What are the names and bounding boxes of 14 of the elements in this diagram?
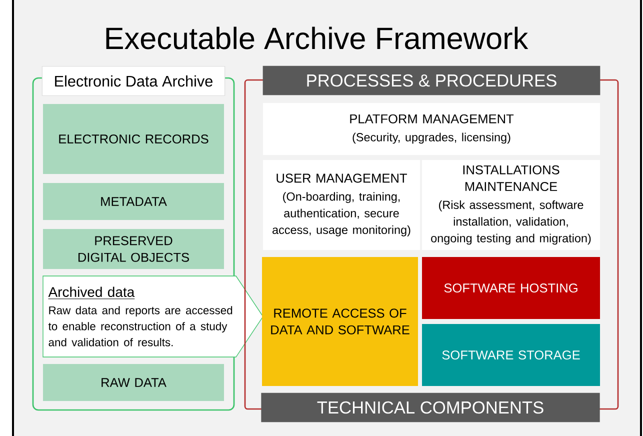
management-box: PLATFORM MANAGEMENT (Security, upgrades, licensing) [263, 103, 600, 155]
hosting-box: SOFTWARE HOSTING [422, 257, 600, 319]
item-box: ELECTRONIC RECORDS [43, 104, 224, 174]
management-box: INSTALLATIONS MAINTENANCE (Risk assessment, software installation, validation, ongoing testing and migration) [422, 160, 600, 250]
item-box: RAW DATA [43, 364, 224, 401]
item-box: PRESERVED DIGITAL OBJECTS [43, 229, 224, 269]
footer-bar: TECHNICAL COMPONENTS [261, 392, 600, 422]
access-box: REMOTE ACCESS OF DATA AND SOFTWARE [262, 257, 418, 386]
callout-box: Archived data Raw data and reports are accessed to enable reconstruction of a study and validation of results. [42, 276, 264, 358]
item-box: METADATA [43, 183, 224, 220]
storage-box: SOFTWARE STORAGE [422, 324, 600, 386]
title: Executable Archive Framework [106, 26, 528, 50]
header-bar: PROCESSES & PROCEDURES [262, 66, 600, 96]
management-box: USER MANAGEMENT (On-boarding, training, authentication, secure access, usage monitoring) [263, 160, 420, 250]
